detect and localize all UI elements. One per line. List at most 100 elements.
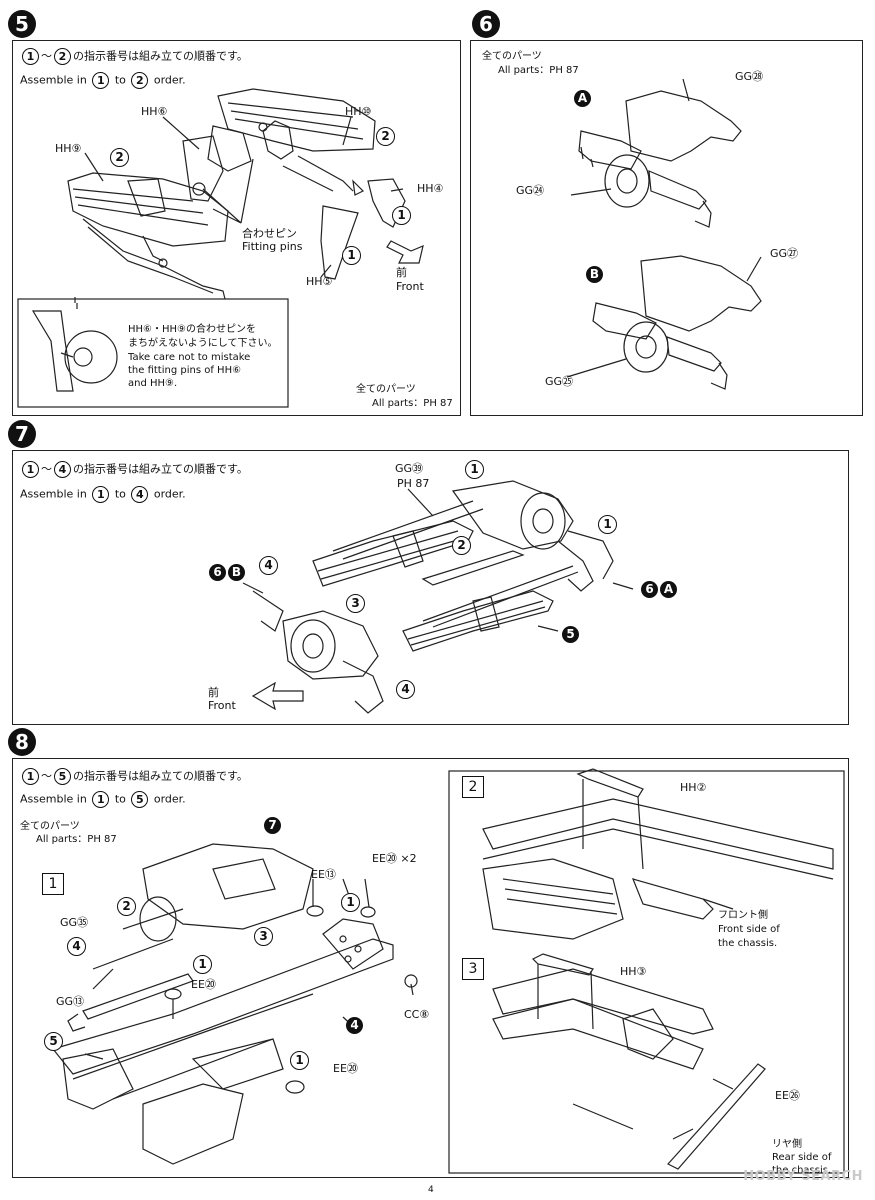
label-hh3: HH③ — [620, 965, 647, 978]
step-7-number: 7 — [8, 420, 36, 448]
callout-3: 3 — [346, 594, 365, 613]
callout-a: A — [660, 581, 677, 598]
step-5-panel — [12, 40, 461, 416]
label-gg27: GG㉗ — [770, 247, 799, 260]
note-jp-1: HH⑥・HH⑨の合わせピンを — [128, 324, 257, 335]
page-number: 4 — [428, 1185, 434, 1195]
circle-2: 2 — [54, 48, 71, 65]
label-front-jp: 前 — [208, 686, 219, 699]
callout-3: 3 — [254, 927, 273, 946]
note-en-2: the fitting pins of HH⑥ — [128, 365, 242, 376]
step-6-all-parts-jp: 全てのパーツ — [482, 51, 542, 62]
note-en-1: Take care not to mistake — [128, 352, 251, 363]
label-front-jp: 前 — [396, 266, 407, 279]
all-parts-ref: PH 87 — [423, 398, 453, 409]
step-7-drawing — [242, 480, 634, 714]
label-gg24: GG㉔ — [516, 184, 545, 197]
step-6-number: 6 — [472, 10, 500, 38]
label-ee13: EE⑬ — [311, 868, 336, 881]
circle-1: 1 — [92, 791, 110, 808]
callout-1b: 1 — [193, 955, 212, 974]
step-6-all-parts-en: All parts：PH 87 — [498, 64, 579, 78]
label-cc8: CC⑧ — [404, 1008, 430, 1021]
label-ee20-b: EE⑳ — [333, 1062, 358, 1075]
circle-4: 4 — [54, 461, 71, 478]
order-en-pre: Assemble in — [20, 73, 87, 87]
callout-4b: 4 — [396, 680, 415, 699]
order-text-jp: の指示番号は組み立ての順番です。 — [73, 462, 248, 476]
watermark: HOBBY SEARCH — [743, 1169, 863, 1184]
step-5-all-parts-en: All parts：PH 87 — [372, 397, 453, 411]
callout-7: 7 — [264, 817, 281, 834]
front-chassis-en-1: Front side of — [718, 924, 780, 935]
step-8-number: 8 — [8, 728, 36, 756]
callout-2: 2 — [376, 127, 395, 146]
circle-1: 1 — [22, 48, 39, 65]
circle-4: 4 — [131, 486, 149, 503]
all-parts-label: All parts： — [372, 398, 424, 409]
callout-b: B — [586, 266, 603, 283]
step-6-panel — [470, 40, 863, 416]
all-parts-label: All parts： — [498, 65, 550, 76]
circle-5: 5 — [54, 768, 71, 785]
order-en-post: order. — [153, 792, 186, 806]
callout-4: 4 — [67, 937, 86, 956]
callout-1c: 1 — [290, 1051, 309, 1070]
circle-2: 2 — [131, 72, 149, 89]
circle-1: 1 — [92, 72, 110, 89]
step-7-panel — [12, 450, 849, 725]
label-gg28: GG㉘ — [735, 70, 764, 83]
step-5-drawing — [17, 88, 424, 408]
step-5-all-parts-jp: 全てのパーツ — [356, 384, 416, 395]
label-hh4: HH④ — [417, 182, 444, 195]
label-front-en: Front — [208, 699, 236, 712]
order-en-to: to — [114, 792, 126, 806]
step-5-order-en: Assemble in 1 to 2 order. — [20, 72, 186, 89]
sub-step-2: 2 — [462, 776, 484, 798]
label-front-en: Front — [396, 280, 424, 293]
front-chassis-jp: フロント側 — [718, 910, 768, 921]
rear-chassis-en-1: Rear side of — [772, 1152, 832, 1163]
label-hh5: HH⑤ — [306, 275, 333, 288]
label-hh9: HH⑨ — [55, 142, 82, 155]
callout-5: 5 — [44, 1032, 63, 1051]
circle-1: 1 — [92, 486, 110, 503]
rear-chassis-jp: リヤ側 — [772, 1139, 802, 1150]
all-parts-ref: PH 87 — [549, 65, 579, 76]
label-pins-en: Fitting pins — [242, 240, 303, 253]
label-ph87: PH 87 — [397, 477, 430, 490]
label-ee26: EE㉖ — [775, 1089, 800, 1102]
callout-6-b: 6 — [209, 564, 226, 581]
callout-a: A — [574, 90, 591, 107]
all-parts-label: All parts： — [36, 834, 88, 845]
order-en-pre: Assemble in — [20, 487, 87, 501]
step-5-number: 5 — [8, 10, 36, 38]
step-8-all-parts-jp: 全てのパーツ — [20, 821, 80, 832]
callout-2: 2 — [117, 897, 136, 916]
callout-4b: 4 — [346, 1017, 363, 1034]
label-ee20x2: EE⑳ ×2 — [372, 852, 417, 865]
step-8-drawing — [51, 768, 845, 1174]
label-hh6: HH⑥ — [141, 105, 168, 118]
step-7-order-en: Assemble in 1 to 4 order. — [20, 486, 186, 503]
note-en-3: and HH⑨. — [128, 378, 178, 389]
label-gg39: GG㊴ — [395, 462, 424, 475]
callout-1: 1 — [465, 460, 484, 479]
label-gg35: GG㉟ — [60, 916, 89, 929]
order-en-to: to — [114, 487, 126, 501]
rear-chassis-en-2: the chassis. — [772, 1165, 832, 1176]
callout-1: 1 — [392, 206, 411, 225]
all-parts-ref: PH 87 — [87, 834, 117, 845]
order-text-jp: の指示番号は組み立ての順番です。 — [73, 49, 248, 63]
label-gg25: GG㉕ — [545, 375, 574, 388]
label-hh2: HH② — [680, 781, 707, 794]
circle-1: 1 — [22, 461, 39, 478]
order-en-to: to — [114, 73, 126, 87]
callout-5: 5 — [562, 626, 579, 643]
step-8-all-parts-en: All parts：PH 87 — [36, 833, 117, 847]
callout-2: 2 — [452, 536, 471, 555]
sub-step-1: 1 — [42, 873, 64, 895]
callout-1b: 1 — [342, 246, 361, 265]
